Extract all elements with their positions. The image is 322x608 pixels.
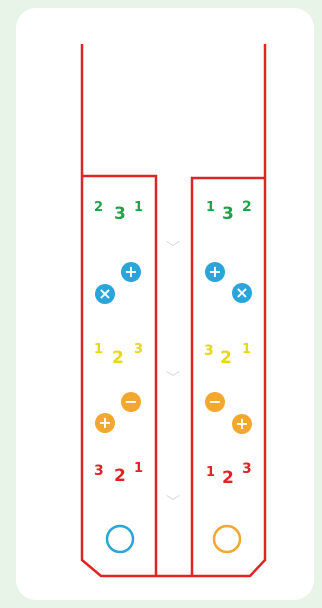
right-label-yellow-3: 1: [242, 342, 252, 357]
right-label-yellow-2: 2: [220, 348, 232, 368]
x-icon: ×: [95, 284, 115, 304]
right-ring: [212, 524, 242, 554]
right-label-green-2: 3: [222, 204, 234, 224]
left-column-outline: [82, 174, 158, 576]
outer-container-outline: [80, 44, 267, 578]
chevron-down-icon: ﹀: [166, 241, 180, 257]
chevron-down-icon: ﹀: [166, 495, 180, 511]
plus-icon: +: [205, 262, 225, 282]
right-label-red-1: 1: [206, 465, 216, 480]
plus-icon: +: [121, 262, 141, 282]
left-label-red-3: 1: [134, 461, 144, 476]
right-column-outline: [190, 176, 265, 576]
right-label-green-1: 1: [206, 200, 216, 215]
x-icon: ×: [232, 283, 252, 303]
plus-icon: +: [95, 413, 115, 433]
right-label-red-2: 2: [222, 468, 234, 488]
right-label-green-3: 2: [242, 199, 252, 215]
minus-icon: −: [121, 392, 141, 412]
chevron-down-icon: ﹀: [166, 371, 180, 387]
left-label-red-2: 2: [114, 466, 126, 486]
left-label-green-1: 2: [94, 200, 104, 215]
left-label-yellow-1: 1: [94, 342, 104, 357]
left-label-red-1: 3: [94, 463, 104, 479]
left-ring: [105, 524, 135, 554]
left-label-green-2: 3: [114, 204, 126, 224]
right-label-red-3: 3: [242, 461, 252, 477]
minus-icon: −: [205, 392, 225, 412]
left-label-green-3: 1: [134, 200, 144, 215]
left-label-yellow-3: 3: [134, 342, 144, 357]
plus-icon: +: [232, 414, 252, 434]
left-label-yellow-2: 2: [112, 348, 124, 368]
right-label-yellow-1: 3: [204, 343, 214, 359]
